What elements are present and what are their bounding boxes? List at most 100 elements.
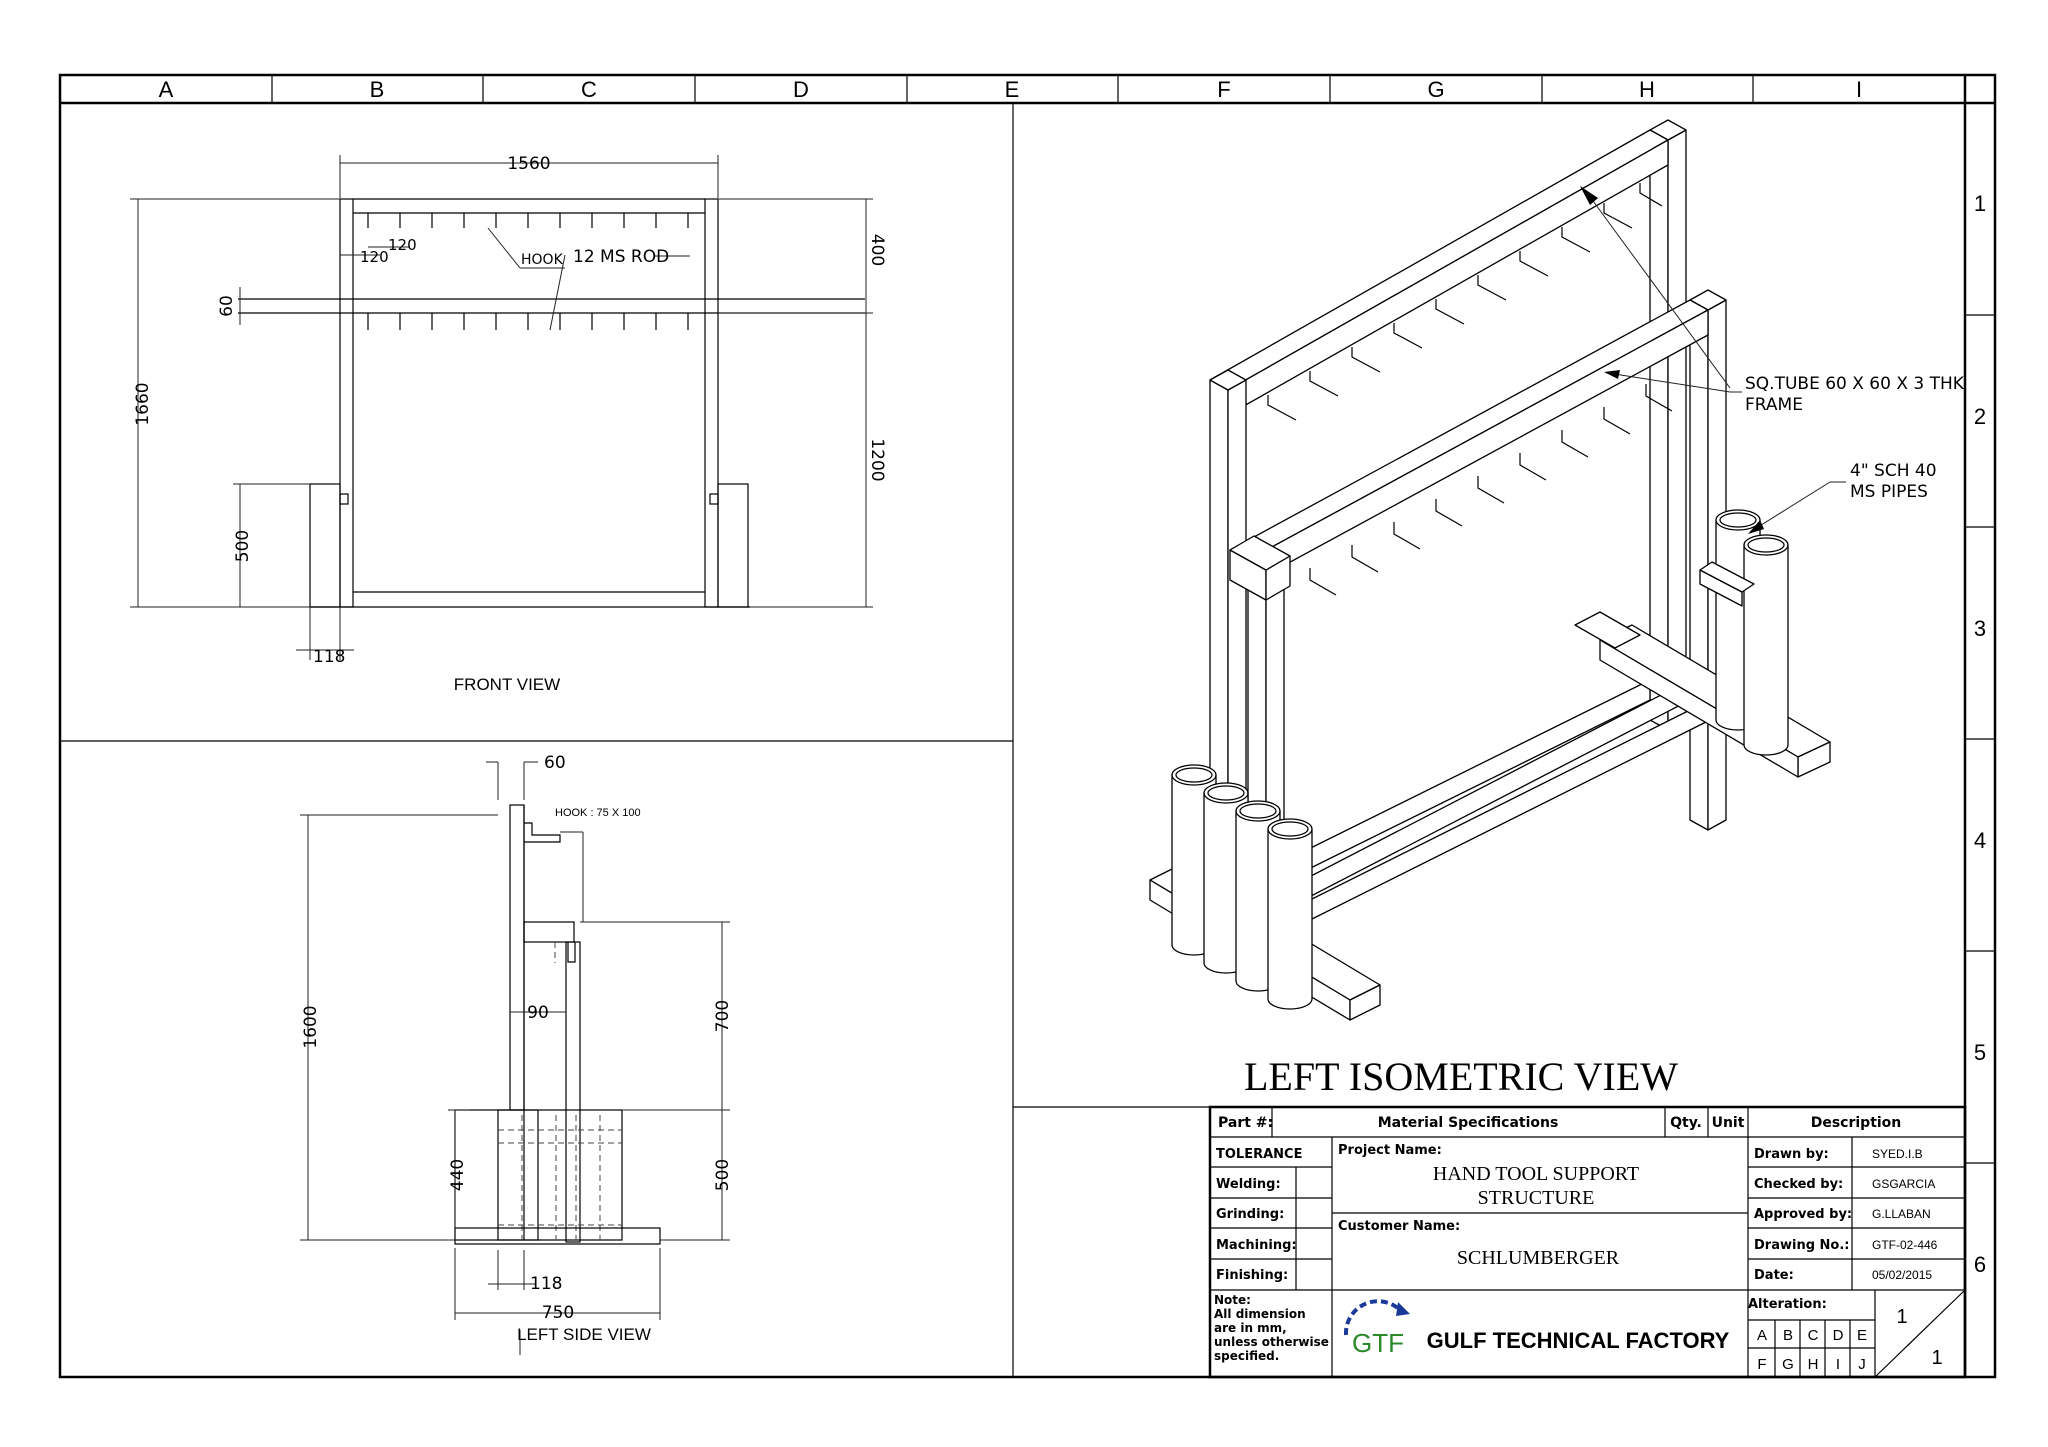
tb-alt-j: J — [1858, 1356, 1866, 1373]
tb-qty-label: Qty. — [1670, 1115, 1702, 1131]
side-dim-top: 60 — [544, 753, 566, 773]
tb-approved-value: G.LLABAN — [1872, 1207, 1931, 1221]
iso-view-title: LEFT ISOMETRIC VIEW — [1244, 1054, 1678, 1099]
front-dim-width: 1560 — [507, 154, 550, 174]
tb-note-0: Note: — [1214, 1293, 1251, 1307]
front-dim-foot: 118 — [313, 647, 345, 667]
grid-row-3: 3 — [1974, 616, 1986, 641]
tb-note-1: All dimension — [1214, 1307, 1306, 1321]
left-isometric-view: SQ.TUBE 60 X 60 X 3 THK FRAME 4" SCH 40 … — [1149, 119, 1965, 1099]
tb-alteration-row-1: A B C D E — [1757, 1327, 1867, 1344]
front-view-title: FRONT VIEW — [454, 675, 560, 694]
grid-row-6: 6 — [1974, 1252, 1986, 1277]
tb-process-machining: Machining: — [1216, 1238, 1297, 1253]
tb-alt-c: C — [1808, 1327, 1819, 1344]
tb-drawing-no-value: GTF-02-446 — [1872, 1238, 1938, 1252]
tb-project-label: Project Name: — [1338, 1143, 1442, 1158]
tb-part-label: Part #: — [1218, 1115, 1273, 1131]
grid-col-a: A — [159, 77, 174, 102]
front-dim-upper: 400 — [867, 234, 887, 266]
front-dim-hook-pitch: 120 — [388, 236, 417, 254]
left-side-view: 60 1600 700 500 440 90 118 750 HOOK : 75… — [300, 753, 733, 1355]
side-dim-height: 1600 — [301, 1005, 321, 1048]
tb-project-line-2: STRUCTURE — [1478, 1187, 1595, 1209]
tb-sheet-total: 1 — [1931, 1347, 1942, 1369]
grid-col-e: E — [1005, 77, 1020, 102]
grid-col-b: B — [370, 77, 385, 102]
tb-alt-i: I — [1836, 1356, 1840, 1373]
iso-right-pipes — [1699, 509, 1789, 756]
tb-drawing-no-label: Drawing No.: — [1754, 1238, 1849, 1253]
side-view-title: LEFT SIDE VIEW — [517, 1325, 651, 1344]
tb-process-finishing: Finishing: — [1216, 1268, 1288, 1283]
front-dim-base: 500 — [233, 530, 253, 562]
tb-process-grinding: Grinding: — [1216, 1207, 1284, 1222]
grid-col-i: I — [1856, 77, 1862, 102]
tb-alt-f: F — [1757, 1356, 1766, 1373]
iso-callout-pipe-1: 4" SCH 40 — [1850, 461, 1937, 481]
side-dim-web: 90 — [527, 1003, 549, 1023]
grid-col-h: H — [1639, 77, 1655, 102]
iso-callout-pipe-2: MS PIPES — [1850, 482, 1928, 502]
iso-front-hooks — [1309, 384, 1673, 596]
side-dim-width: 750 — [542, 1303, 574, 1323]
front-hook-label: HOOK — [521, 252, 564, 268]
tb-note-4: specified. — [1214, 1349, 1279, 1363]
tb-drawn-value: SYED.I.B — [1872, 1147, 1923, 1161]
gtf-logo: GTF — [1343, 1299, 1410, 1358]
tb-process-welding: Welding: — [1216, 1177, 1281, 1192]
tb-customer: SCHLUMBERGER — [1457, 1247, 1620, 1269]
front-rod-label: 12 MS ROD — [573, 247, 669, 267]
tb-unit-label: Unit — [1712, 1115, 1745, 1131]
grid-col-c: C — [581, 77, 597, 102]
tb-company: GULF TECHNICAL FACTORY — [1427, 1328, 1730, 1353]
tb-approved-label: Approved by: — [1754, 1207, 1852, 1222]
grid-col-f: F — [1217, 77, 1230, 102]
iso-callout-tube-1: SQ.TUBE 60 X 60 X 3 THK — [1745, 374, 1965, 394]
tb-alteration-row-2: F G H I J — [1757, 1356, 1865, 1373]
tb-tolerance: TOLERANCE — [1216, 1147, 1302, 1162]
grid-col-d: D — [793, 77, 809, 102]
front-lower-hooks — [367, 313, 689, 330]
side-hook-label: HOOK : 75 X 100 — [555, 807, 641, 819]
tb-checked-value: GSGARCIA — [1872, 1177, 1935, 1191]
grid-row-4: 4 — [1974, 828, 1986, 853]
front-top-hooks — [367, 213, 689, 228]
iso-top-hooks — [1267, 183, 1663, 421]
tb-drawn-label: Drawn by: — [1754, 1147, 1829, 1162]
tb-alt-b: B — [1783, 1327, 1793, 1344]
tb-note-2: are in mm, — [1214, 1321, 1287, 1335]
title-block: Part #: Material Specifications Qty. Uni… — [1208, 1105, 1967, 1379]
grid-row-2: 2 — [1974, 404, 1986, 429]
grid-row-5: 5 — [1974, 1040, 1986, 1065]
front-dim-bar: 60 — [217, 295, 237, 317]
tb-alteration-label: Alteration: — [1748, 1297, 1827, 1312]
tb-desc-label: Description — [1811, 1115, 1902, 1131]
iso-callout-tube-2: FRAME — [1745, 395, 1803, 415]
tb-alt-h: H — [1808, 1356, 1819, 1373]
tb-alt-e: E — [1857, 1327, 1867, 1344]
side-dim-foot: 118 — [530, 1274, 562, 1294]
front-view: 1560 1660 400 1200 500 60 120 120 118 HO… — [130, 154, 887, 694]
tb-alt-g: G — [1782, 1356, 1794, 1373]
front-dim-height: 1660 — [133, 382, 153, 425]
front-dim-lower: 1200 — [867, 438, 887, 481]
gtf-logo-text: GTF — [1352, 1328, 1404, 1358]
grid-row-1: 1 — [1974, 191, 1986, 216]
tb-alt-a: A — [1757, 1327, 1767, 1344]
tb-note-3: unless otherwise — [1214, 1335, 1329, 1349]
side-dim-pipe: 440 — [448, 1159, 468, 1191]
tb-sheet-number: 1 — [1896, 1306, 1907, 1328]
iso-left-pipes — [1171, 764, 1313, 1010]
tb-checked-label: Checked by: — [1754, 1177, 1843, 1192]
side-dim-mid: 700 — [713, 1000, 733, 1032]
side-dim-base-h: 500 — [713, 1159, 733, 1191]
front-dim-hook-offset: 120 — [360, 248, 389, 266]
tb-date-value: 05/02/2015 — [1872, 1268, 1932, 1282]
tb-date-label: Date: — [1754, 1268, 1794, 1283]
tb-material-label: Material Specifications — [1378, 1115, 1559, 1131]
grid-col-g: G — [1427, 77, 1444, 102]
grid-column-labels: A B C D E F G H I — [159, 77, 1862, 102]
tb-customer-label: Customer Name: — [1338, 1219, 1460, 1234]
